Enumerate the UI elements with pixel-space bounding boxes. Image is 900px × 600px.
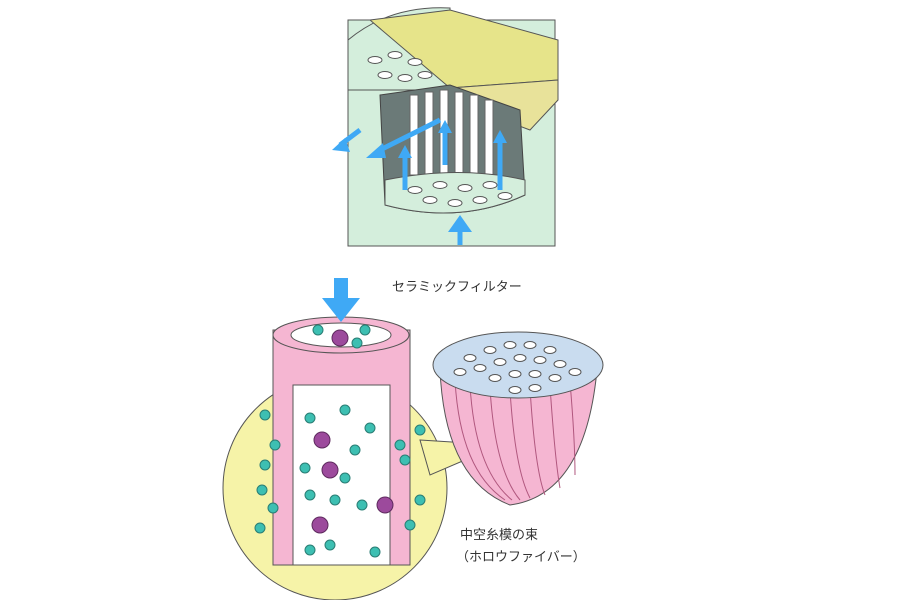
hollow-fiber-sublabel: （ホロウファイバー） <box>456 550 586 565</box>
hollow-fiber-graphic <box>222 278 604 600</box>
inflow-arrow <box>322 278 360 322</box>
ceramic-filter-graphic <box>332 7 559 247</box>
ceramic-filter-label: セラミックフィルター <box>392 280 522 295</box>
hollow-fiber-label: 中空糸模の束 <box>460 528 539 543</box>
